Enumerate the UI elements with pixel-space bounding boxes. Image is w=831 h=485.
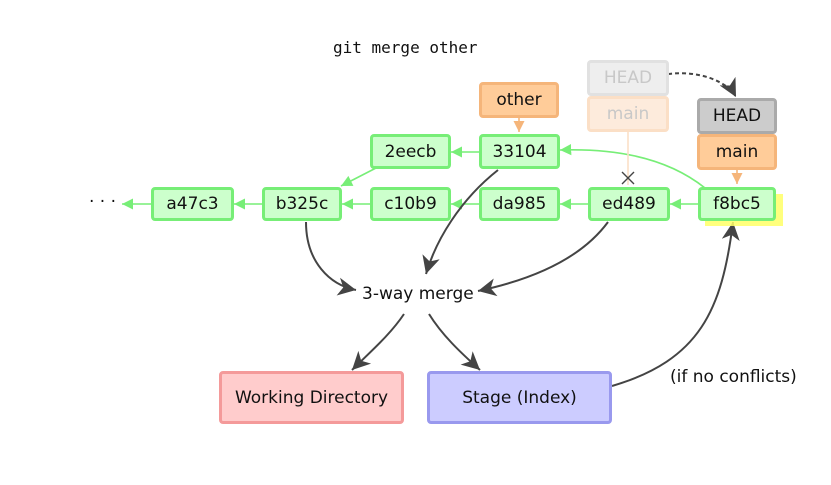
ref-head-new: HEAD [697, 98, 777, 134]
arrow-b325c-merge [305, 221, 357, 296]
arrow-2eecb-b325c [340, 167, 377, 187]
commit-c10b9: c10b9 [370, 187, 451, 221]
arrow-stage-commit [611, 221, 740, 387]
command-title: git merge other [333, 38, 478, 57]
commit-ed489: ed489 [588, 187, 670, 221]
commit-f8bc5: f8bc5 [698, 187, 776, 221]
cross-mark [621, 171, 635, 185]
history-ellipsis: · · · [89, 192, 117, 212]
merge-label: 3-way merge [362, 284, 474, 304]
commit-b325c: b325c [262, 187, 342, 221]
arrow-f8bc5-33104 [559, 144, 706, 189]
stage-index-box: Stage (Index) [427, 371, 612, 424]
commit-2eecb: 2eecb [370, 134, 451, 169]
commit-33104: 33104 [479, 134, 560, 169]
arrow-ed489-merge [477, 221, 609, 297]
arrow-merge-stage [428, 313, 481, 371]
working-directory-box: Working Directory [219, 371, 404, 424]
ref-main-old: main [587, 96, 669, 132]
ref-other: other [479, 82, 559, 118]
commit-da985: da985 [479, 187, 560, 221]
arrow-33104-merge [422, 169, 499, 275]
ref-main-new: main [697, 134, 777, 170]
arrow-merge-workdir [351, 313, 405, 371]
arrow-head-move [667, 72, 737, 98]
ref-head-old: HEAD [587, 60, 669, 96]
no-conflicts-note: (if no conflicts) [670, 367, 797, 387]
commit-a47c3: a47c3 [151, 187, 234, 221]
